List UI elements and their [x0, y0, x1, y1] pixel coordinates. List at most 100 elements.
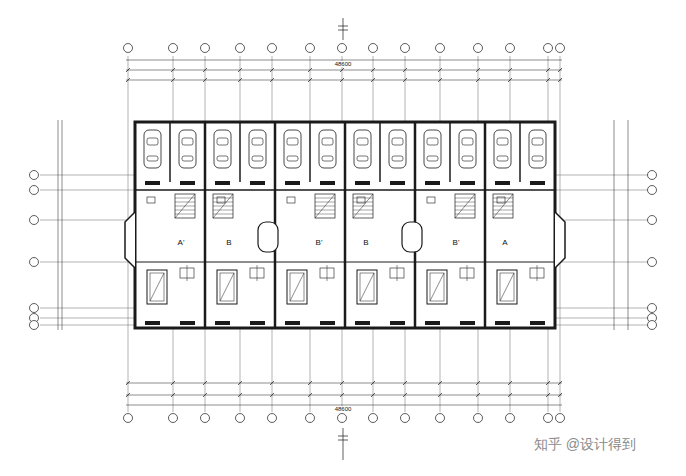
axis-bubble [124, 414, 133, 423]
fixture [357, 197, 365, 203]
window-mark [425, 321, 440, 325]
dimension-tick [270, 68, 274, 72]
fixture [217, 197, 225, 203]
axis-bubble [30, 304, 39, 313]
dimension-tick [403, 68, 407, 72]
dimension-tick [438, 68, 442, 72]
dimension-tick [508, 381, 512, 385]
dimension-text: 48600 [334, 61, 353, 67]
fixture [497, 197, 505, 203]
dimension-line [126, 70, 562, 71]
watermark: 知乎 @设计得到 [534, 437, 636, 451]
stair-symbol [315, 194, 335, 218]
axis-bubble [436, 414, 445, 423]
dimension-tick [508, 78, 512, 82]
window-mark [180, 321, 195, 325]
dimension-tick [171, 381, 175, 385]
garage-door [390, 181, 405, 185]
dimension-tick [126, 381, 130, 385]
dimension-tick [371, 68, 375, 72]
unit-label: B [226, 239, 231, 247]
garage-divider [379, 122, 381, 182]
dimension-tick [558, 393, 562, 397]
dimension-tick [546, 393, 550, 397]
window-mark [285, 321, 300, 325]
dimension-tick [558, 381, 562, 385]
car-symbol [214, 130, 231, 168]
garage-door [285, 181, 300, 185]
table-symbol [460, 265, 474, 281]
dimension-tick [340, 78, 344, 82]
unit-label: B [363, 239, 368, 247]
axis-bubble [30, 321, 39, 330]
dimension-tick [308, 78, 312, 82]
dimension-tick [508, 68, 512, 72]
dimension-tick [558, 68, 562, 72]
car-symbol [144, 130, 161, 168]
axis-bubble [648, 216, 657, 225]
car-symbol [354, 130, 371, 168]
dimension-tick [203, 381, 207, 385]
fixture [287, 197, 295, 203]
axis-bubble [306, 44, 315, 53]
stair-symbol [493, 194, 513, 218]
dimension-tick [270, 393, 274, 397]
dimension-tick [308, 381, 312, 385]
dimension-tick [238, 381, 242, 385]
plan-lines [30, 18, 657, 460]
axis-bubble [369, 414, 378, 423]
axis-bubble [648, 258, 657, 267]
bathtub-symbol [497, 270, 517, 304]
axis-bubble [648, 304, 657, 313]
table-symbol [250, 265, 264, 281]
axis-bubble [556, 414, 565, 423]
garage-door [250, 181, 265, 185]
dimension-tick [558, 78, 562, 82]
axis-bubble [201, 44, 210, 53]
car-symbol [459, 130, 476, 168]
outer-wall [135, 122, 555, 328]
axis-bubble [648, 186, 657, 195]
stair-symbol [353, 194, 373, 218]
unit-label: A' [178, 239, 185, 247]
bathtub-symbol [147, 270, 167, 304]
dimension-tick [546, 68, 550, 72]
dimension-tick [476, 78, 480, 82]
dimension-tick [203, 393, 207, 397]
bay-window [402, 222, 422, 252]
axis-bubble [544, 44, 553, 53]
window-mark [390, 321, 405, 325]
axis-bubble [30, 186, 39, 195]
car-symbol [529, 130, 546, 168]
axis-bubble [201, 414, 210, 423]
garage-door [460, 181, 475, 185]
stair-symbol [175, 194, 195, 218]
dimension-tick [238, 78, 242, 82]
axis-bubble [338, 414, 347, 423]
axis-bubble [268, 44, 277, 53]
axis-line [40, 190, 648, 191]
centre-line [343, 18, 344, 40]
garage-divider [449, 122, 451, 182]
axis-bubble [474, 414, 483, 423]
car-symbol [389, 130, 406, 168]
party-wall [484, 122, 487, 328]
axis-bubble [30, 258, 39, 267]
axis-bubble [30, 171, 39, 180]
garage-divider [519, 122, 521, 182]
dimension-tick [438, 381, 442, 385]
unit-label: B' [453, 239, 460, 247]
car-symbol [249, 130, 266, 168]
window-mark [145, 321, 160, 325]
axis-bubble [169, 44, 178, 53]
dimension-tick [476, 393, 480, 397]
axis-bubble [30, 216, 39, 225]
garage-divider [239, 122, 241, 182]
table-symbol [180, 265, 194, 281]
garage-divider [309, 122, 311, 182]
dimension-tick [126, 68, 130, 72]
party-wall [204, 122, 207, 328]
bay-window [125, 212, 135, 268]
garage-door [145, 181, 160, 185]
